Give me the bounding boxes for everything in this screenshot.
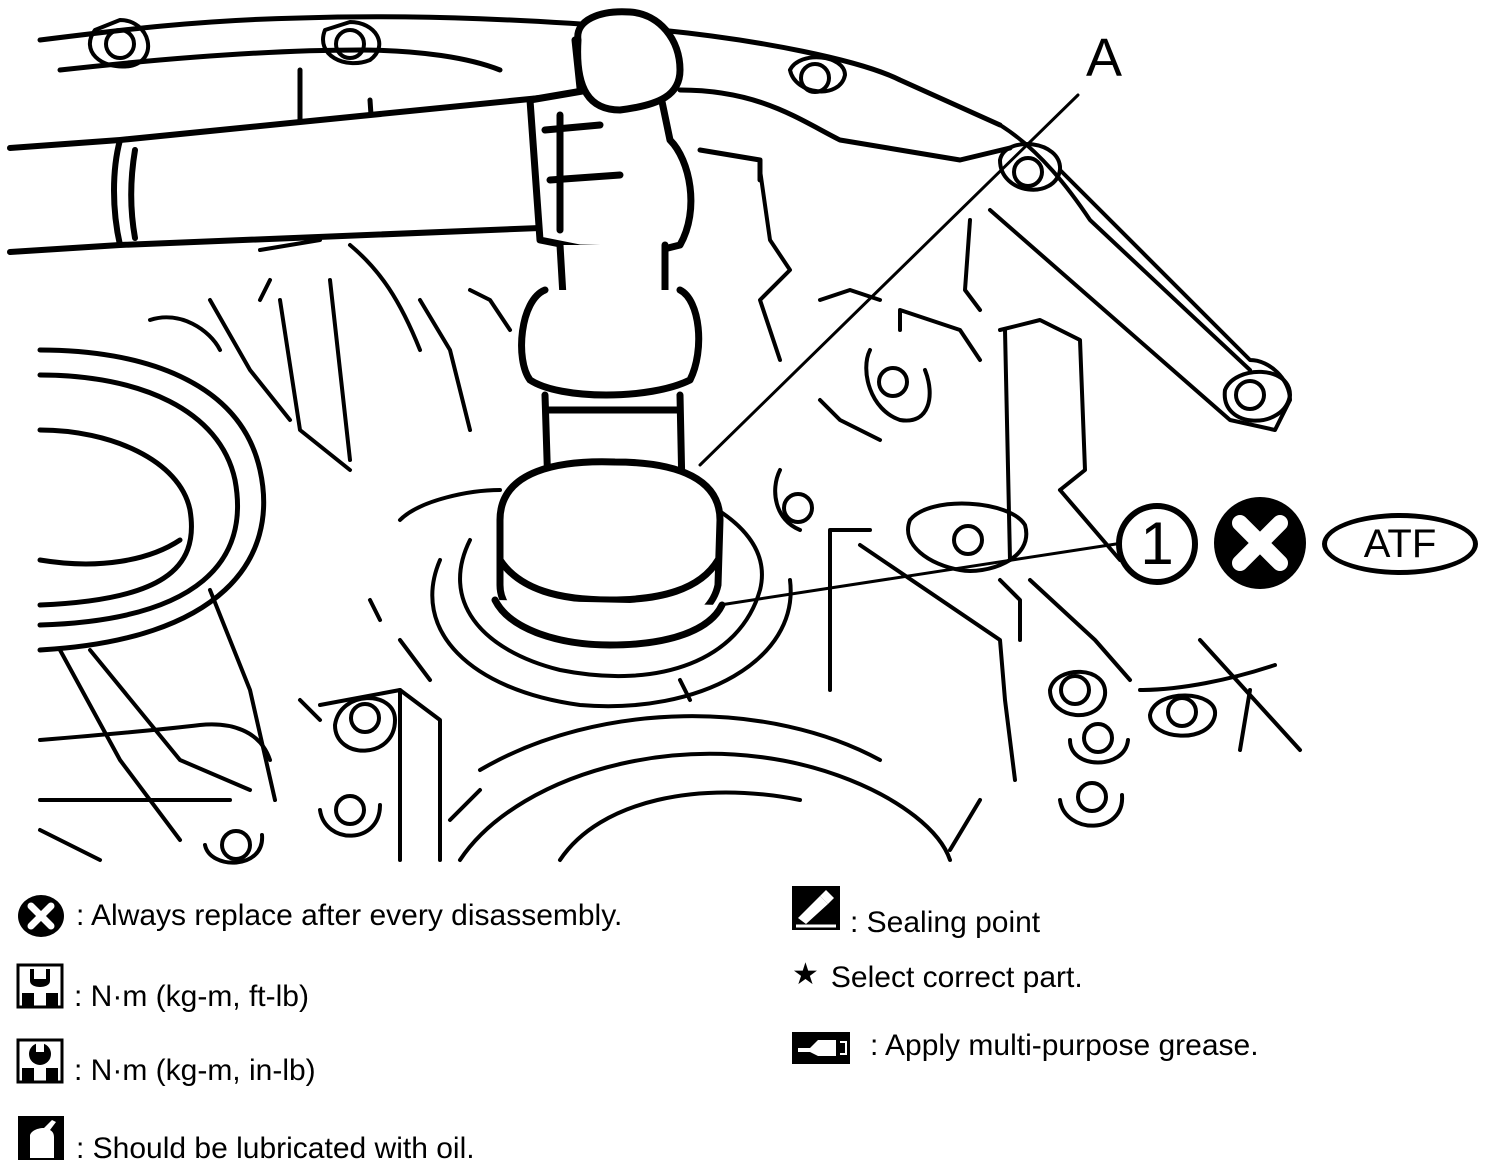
legend-torque-inlb-text: : N·m (kg-m, in-lb) [74,1054,316,1087]
legend-torque-ftlb: : N·m (kg-m, ft-lb) [16,958,309,1014]
bolt-holes [104,28,1266,861]
transmission-case-drawing [7,8,1302,865]
legend-select: ★ Select correct part. [792,955,1083,995]
oil-can-icon [18,1116,64,1160]
hammer-head [526,8,695,254]
legend-torque-ftlb-text: : N·m (kg-m, ft-lb) [74,980,309,1013]
legend-replace: : Always replace after every disassembly… [16,893,622,939]
leader-line-1 [718,542,1118,607]
callout-number-1: 1 [1116,503,1198,585]
legend-grease: : Apply multi-purpose grease. [790,1026,1259,1066]
replace-x-icon [18,895,64,937]
legend-grease-text: : Apply multi-purpose grease. [870,1029,1259,1062]
case-upper-flange [37,14,1013,183]
left-bore [37,347,267,653]
wrench-icon [16,963,64,1009]
case-lower [38,588,982,862]
legend-sealing: : Sealing point [790,876,1040,940]
seal-bore [398,488,793,709]
replace-x-icon [1214,497,1306,589]
case-contours [758,123,1302,782]
legend-replace-text: : Always replace after every disassembly… [76,899,623,932]
legend-torque-inlb: : N·m (kg-m, in-lb) [16,1034,316,1088]
sealant-tube-icon [792,886,840,930]
case-ribs [148,238,512,722]
callout-label-a: A [1086,28,1123,88]
hammer-handle [7,95,543,255]
legend-lubricate-text: : Should be lubricated with oil. [76,1132,475,1165]
star-icon: ★ [792,958,819,991]
wrench-icon-filled [16,1038,64,1084]
leader-line-a [698,93,1080,467]
legend-lubricate: : Should be lubricated with oil. [16,1110,475,1166]
atf-badge: ATF [1322,513,1478,575]
drift-tool [491,241,726,649]
legend-sealing-text: : Sealing point [850,906,1041,939]
grease-gun-icon [792,1032,850,1064]
leader-lines [698,93,1118,607]
legend-select-text: Select correct part. [830,961,1083,994]
